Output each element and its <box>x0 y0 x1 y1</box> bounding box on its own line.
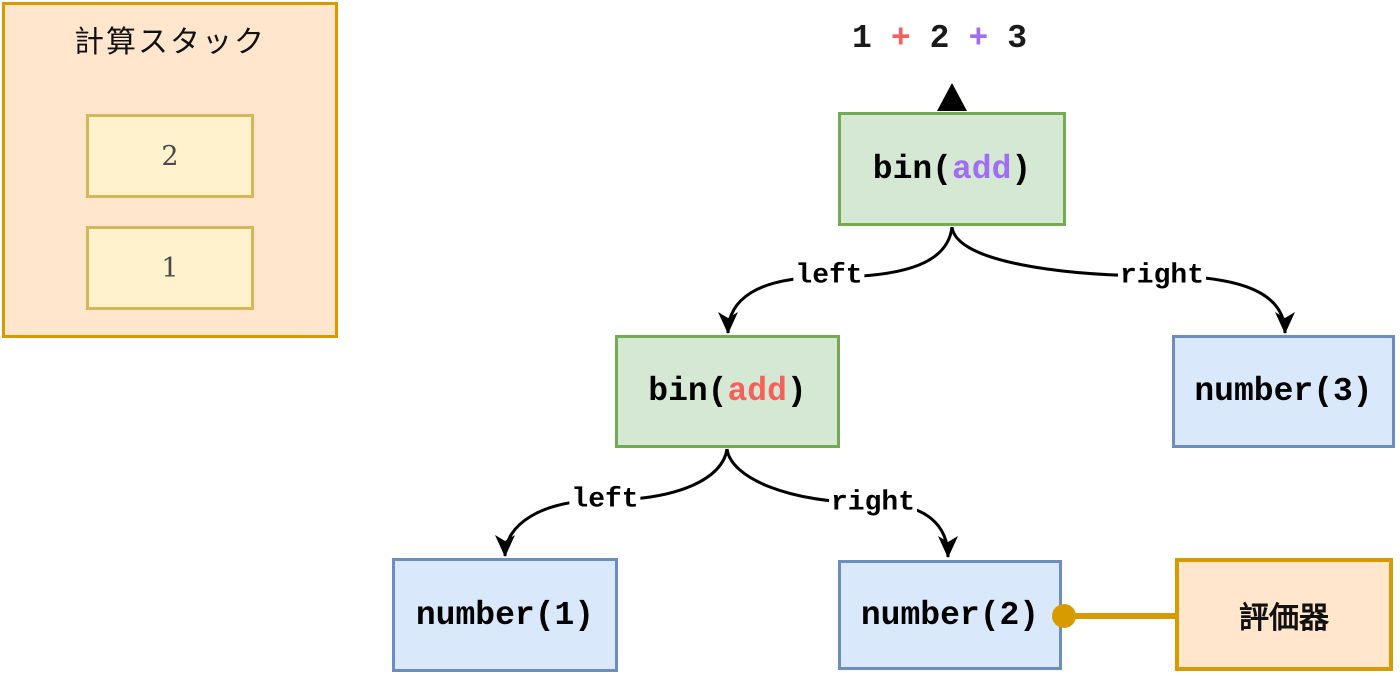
edge-label-left: left <box>569 484 641 516</box>
tree-node-number-2: number(2) <box>838 560 1062 670</box>
expression-number-3: 3 <box>1007 20 1028 57</box>
expression-number-1: 1 <box>852 20 872 57</box>
expression-plus-1: + <box>890 20 911 57</box>
expression-plus-2: + <box>968 20 989 57</box>
stack-item: 1 <box>86 226 254 310</box>
tree-node-root-bin-add: bin(add) <box>838 112 1066 226</box>
evaluator-label: 評価器 <box>1239 601 1329 635</box>
node-label: number(1) <box>415 596 595 634</box>
evaluator-box: 評価器 <box>1175 558 1393 671</box>
node-label: number(2) <box>860 596 1040 634</box>
node-label-prefix: bin( <box>872 150 952 188</box>
node-label-prefix: bin( <box>648 373 728 410</box>
node-label: number(3) <box>1194 373 1373 410</box>
node-label-suffix: ) <box>1011 150 1032 188</box>
source-expression: 1 + 2 + 3 <box>852 20 1027 57</box>
arrow-up-icon <box>937 83 967 111</box>
node-label-suffix: ) <box>786 373 807 410</box>
node-label-op: add <box>951 150 1012 188</box>
edge-label-right: right <box>1117 260 1207 292</box>
computation-stack-panel: 計算スタック 2 1 <box>2 2 338 338</box>
stack-panel-title: 計算スタック <box>74 26 266 59</box>
stack-item: 2 <box>86 114 254 198</box>
edge-label-right: right <box>828 487 918 519</box>
tree-node-number-1: number(1) <box>392 558 618 672</box>
tree-node-number-3: number(3) <box>1172 335 1395 448</box>
expression-number-2: 2 <box>929 20 950 57</box>
tree-node-left-bin-add: bin(add) <box>615 335 840 448</box>
node-label-op: add <box>727 373 787 410</box>
edge-label-left: left <box>793 260 865 292</box>
